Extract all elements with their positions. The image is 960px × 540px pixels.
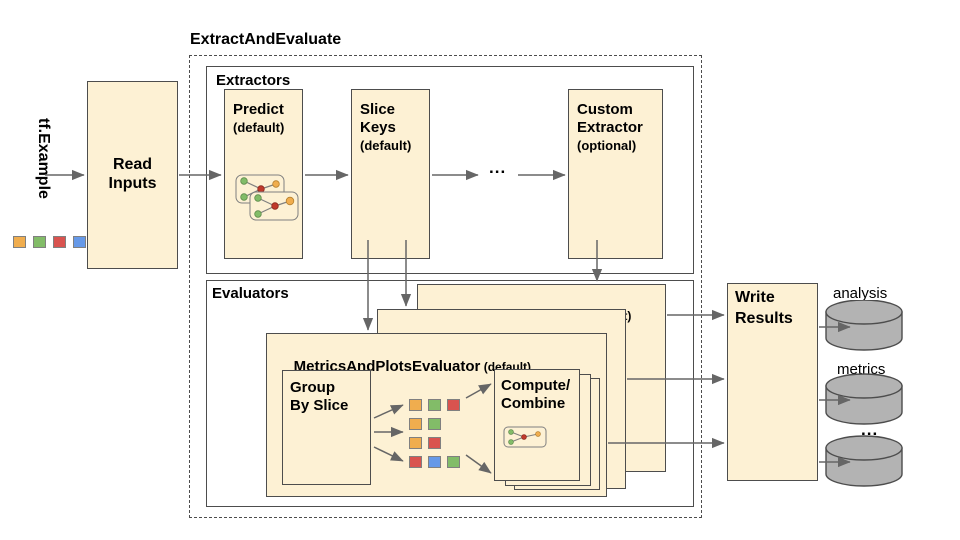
slice-keys-qualifier: (default) — [360, 138, 412, 153]
compute-combine-graph-icon — [503, 426, 547, 448]
group-title: ExtractAndEvaluate — [190, 31, 342, 48]
slice-swatch — [409, 399, 422, 411]
slice-keys-line2: Keys — [360, 119, 396, 136]
read-inputs-line1: Read — [112, 156, 153, 174]
predict-qualifier: (default) — [233, 120, 285, 135]
swatch-blue — [73, 236, 86, 248]
cylinder-analysis — [825, 300, 903, 351]
group-by-slice-line1: Group — [290, 379, 335, 396]
compute-combine-line2: Combine — [501, 395, 566, 412]
slice-keys-line1: Slice — [360, 101, 396, 118]
compute-combine-line1: Compute/ — [501, 377, 571, 394]
read-inputs-label: Read Inputs — [87, 81, 178, 269]
custom-extractor-line2: Extractor — [577, 119, 643, 136]
slice-swatch — [428, 418, 441, 430]
slice-swatch — [428, 456, 441, 468]
slice-swatch — [428, 399, 441, 411]
slice-swatch — [428, 437, 441, 449]
evaluators-panel-label: Evaluators — [212, 285, 289, 302]
output-cylinders — [825, 300, 903, 487]
slice-swatch — [447, 456, 460, 468]
group-by-slice-line2: By Slice — [290, 397, 349, 414]
output-label-analysis: analysis — [833, 285, 888, 302]
custom-extractor-line1: Custom — [577, 101, 633, 118]
stage-custom-extractor[interactable] — [568, 89, 663, 259]
swatch-green — [33, 236, 46, 248]
custom-extractor-qualifier: (optional) — [577, 138, 637, 153]
extractors-panel-label: Extractors — [216, 72, 291, 89]
write-results-line2: Results — [735, 310, 793, 327]
predict-name: Predict — [233, 101, 284, 118]
swatch-orange — [13, 236, 26, 248]
write-results-line1: Write — [735, 289, 775, 306]
extractors-ellipsis: ... — [489, 158, 507, 177]
slice-swatch — [447, 399, 460, 411]
swatch-red — [53, 236, 66, 248]
slice-swatch — [409, 456, 422, 468]
stage-compute-combine[interactable] — [494, 369, 580, 481]
stage-group-by-slice[interactable] — [282, 370, 371, 485]
stage-slice-keys[interactable] — [351, 89, 430, 259]
extract-and-evaluate-group — [189, 55, 702, 518]
cylinder-other — [825, 435, 903, 487]
stage-read-inputs[interactable] — [87, 81, 178, 269]
slice-swatch — [409, 418, 422, 430]
output-label-ellipsis: ... — [861, 420, 879, 439]
input-label: tf.Example — [35, 118, 52, 199]
predict-graph-icon — [235, 174, 299, 221]
stage-predict[interactable] — [224, 89, 303, 259]
stage-write-results[interactable] — [727, 283, 818, 481]
cylinder-metrics — [825, 373, 903, 425]
read-inputs-line2: Inputs — [108, 175, 157, 192]
slice-swatch — [409, 437, 422, 449]
